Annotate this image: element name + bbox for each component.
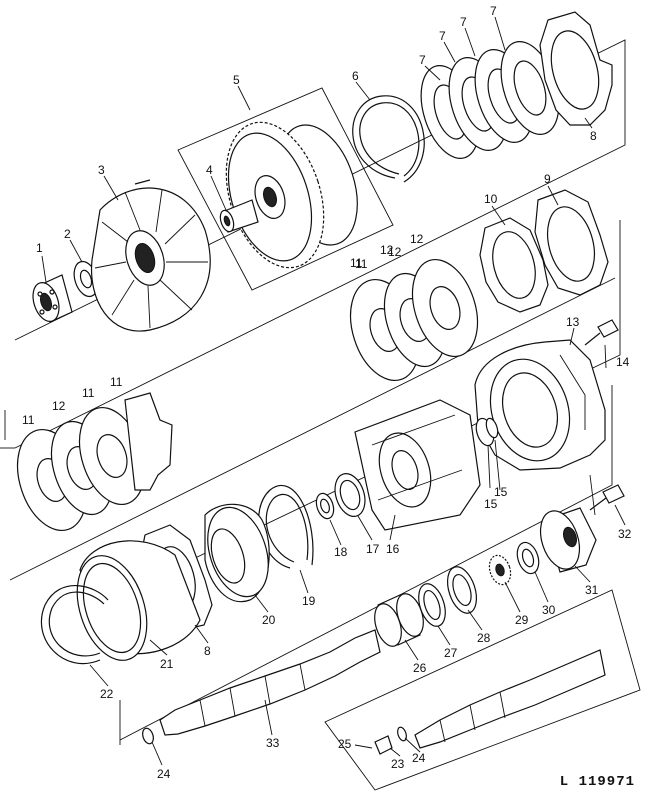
callout-19: 19 [302,594,316,608]
callout-10: 10 [484,192,498,206]
callout-14: 14 [616,355,630,369]
callout-26: 26 [413,661,427,675]
callout-labels: 1 2 3 4 5 6 7 7 7 7 8 9 10 11 12 12 11 1… [22,4,632,781]
callout-32: 32 [618,527,632,541]
callout-7d: 7 [490,4,497,18]
callout-15a: 15 [494,485,508,499]
carrier-part-16 [354,399,481,531]
callout-22: 22 [100,687,114,701]
gear-part-5 [225,121,358,269]
leader-lines [41,16,626,766]
callout-1: 1 [36,241,43,255]
callout-7c: 7 [460,15,467,29]
washer-part-24-left [142,727,154,745]
separator-plate-part-10 [479,217,549,313]
shaft-part-33 [159,629,381,736]
seal-ring-part-15 [475,417,499,447]
callout-7a: 7 [419,53,426,67]
alternate-shaft-inset [324,589,641,791]
callout-21: 21 [160,657,174,671]
bearing-part-26 [374,593,424,647]
snap-ring-part-22 [40,585,109,665]
washer-part-18 [315,492,335,520]
callout-15b: 15 [484,497,498,511]
housing-part-13 [474,339,606,471]
gear-box-frame [177,87,394,291]
callout-23: 23 [391,757,405,771]
gear-part-29 [488,554,512,586]
callout-8-lower: 8 [204,644,211,658]
separator-plate-part-9 [534,189,609,296]
callout-5: 5 [233,73,240,87]
friction-disc-group-middle [349,258,479,382]
drum-part-21 [76,540,201,661]
callout-12-mid-b: 12 [388,245,402,259]
cover-part-31 [539,507,597,573]
callout-28: 28 [477,631,491,645]
callout-11-mid-c: 11 [355,257,368,271]
callout-33: 33 [266,736,280,750]
bolt-part-14 [584,319,619,346]
snap-ring-part-6 [352,95,425,183]
callout-24-left: 24 [157,767,171,781]
callout-7b: 7 [439,29,446,43]
ring-part-17 [334,473,366,517]
callout-11-left-b: 11 [22,413,35,427]
figure-reference-number: L 119971 [559,774,635,790]
callout-27: 27 [444,646,458,660]
piston-part-20 [204,503,270,603]
bushing-part-4 [219,199,259,233]
callout-24-inset: 24 [412,751,426,765]
friction-disc-group-left [16,392,173,532]
ring-part-28 [446,566,478,614]
callout-3: 3 [98,163,105,177]
callout-20: 20 [262,613,276,627]
callout-12-left-a: 11 [110,375,123,389]
callout-25: 25 [338,737,352,751]
callout-2: 2 [64,227,71,241]
callout-16: 16 [386,542,400,556]
separator-plate-part-8-top [539,11,613,126]
callout-30: 30 [542,603,556,617]
section-boundaries [0,39,626,745]
callout-13: 13 [566,315,580,329]
callout-9: 9 [544,172,551,186]
callout-18: 18 [334,545,348,559]
callout-17: 17 [366,542,380,556]
washer-part-30 [516,541,540,575]
callout-8-top: 8 [590,129,597,143]
callout-11-mid-b: 12 [410,232,424,246]
callout-4: 4 [206,163,213,177]
callout-11-mid-a: 11 [350,256,363,270]
impeller-part-3 [90,179,211,332]
callout-6: 6 [352,69,359,83]
callout-11-left-a: 11 [82,386,95,400]
ring-part-27 [418,583,446,627]
callout-29: 29 [515,613,529,627]
callout-12-left-b: 12 [52,399,66,413]
bearing-part-1 [32,274,73,323]
clutch-disc-stack-7 [420,41,560,159]
callout-12-mid-a: 12 [380,243,394,257]
callout-31: 31 [585,583,599,597]
bolt-part-32 [589,484,625,511]
